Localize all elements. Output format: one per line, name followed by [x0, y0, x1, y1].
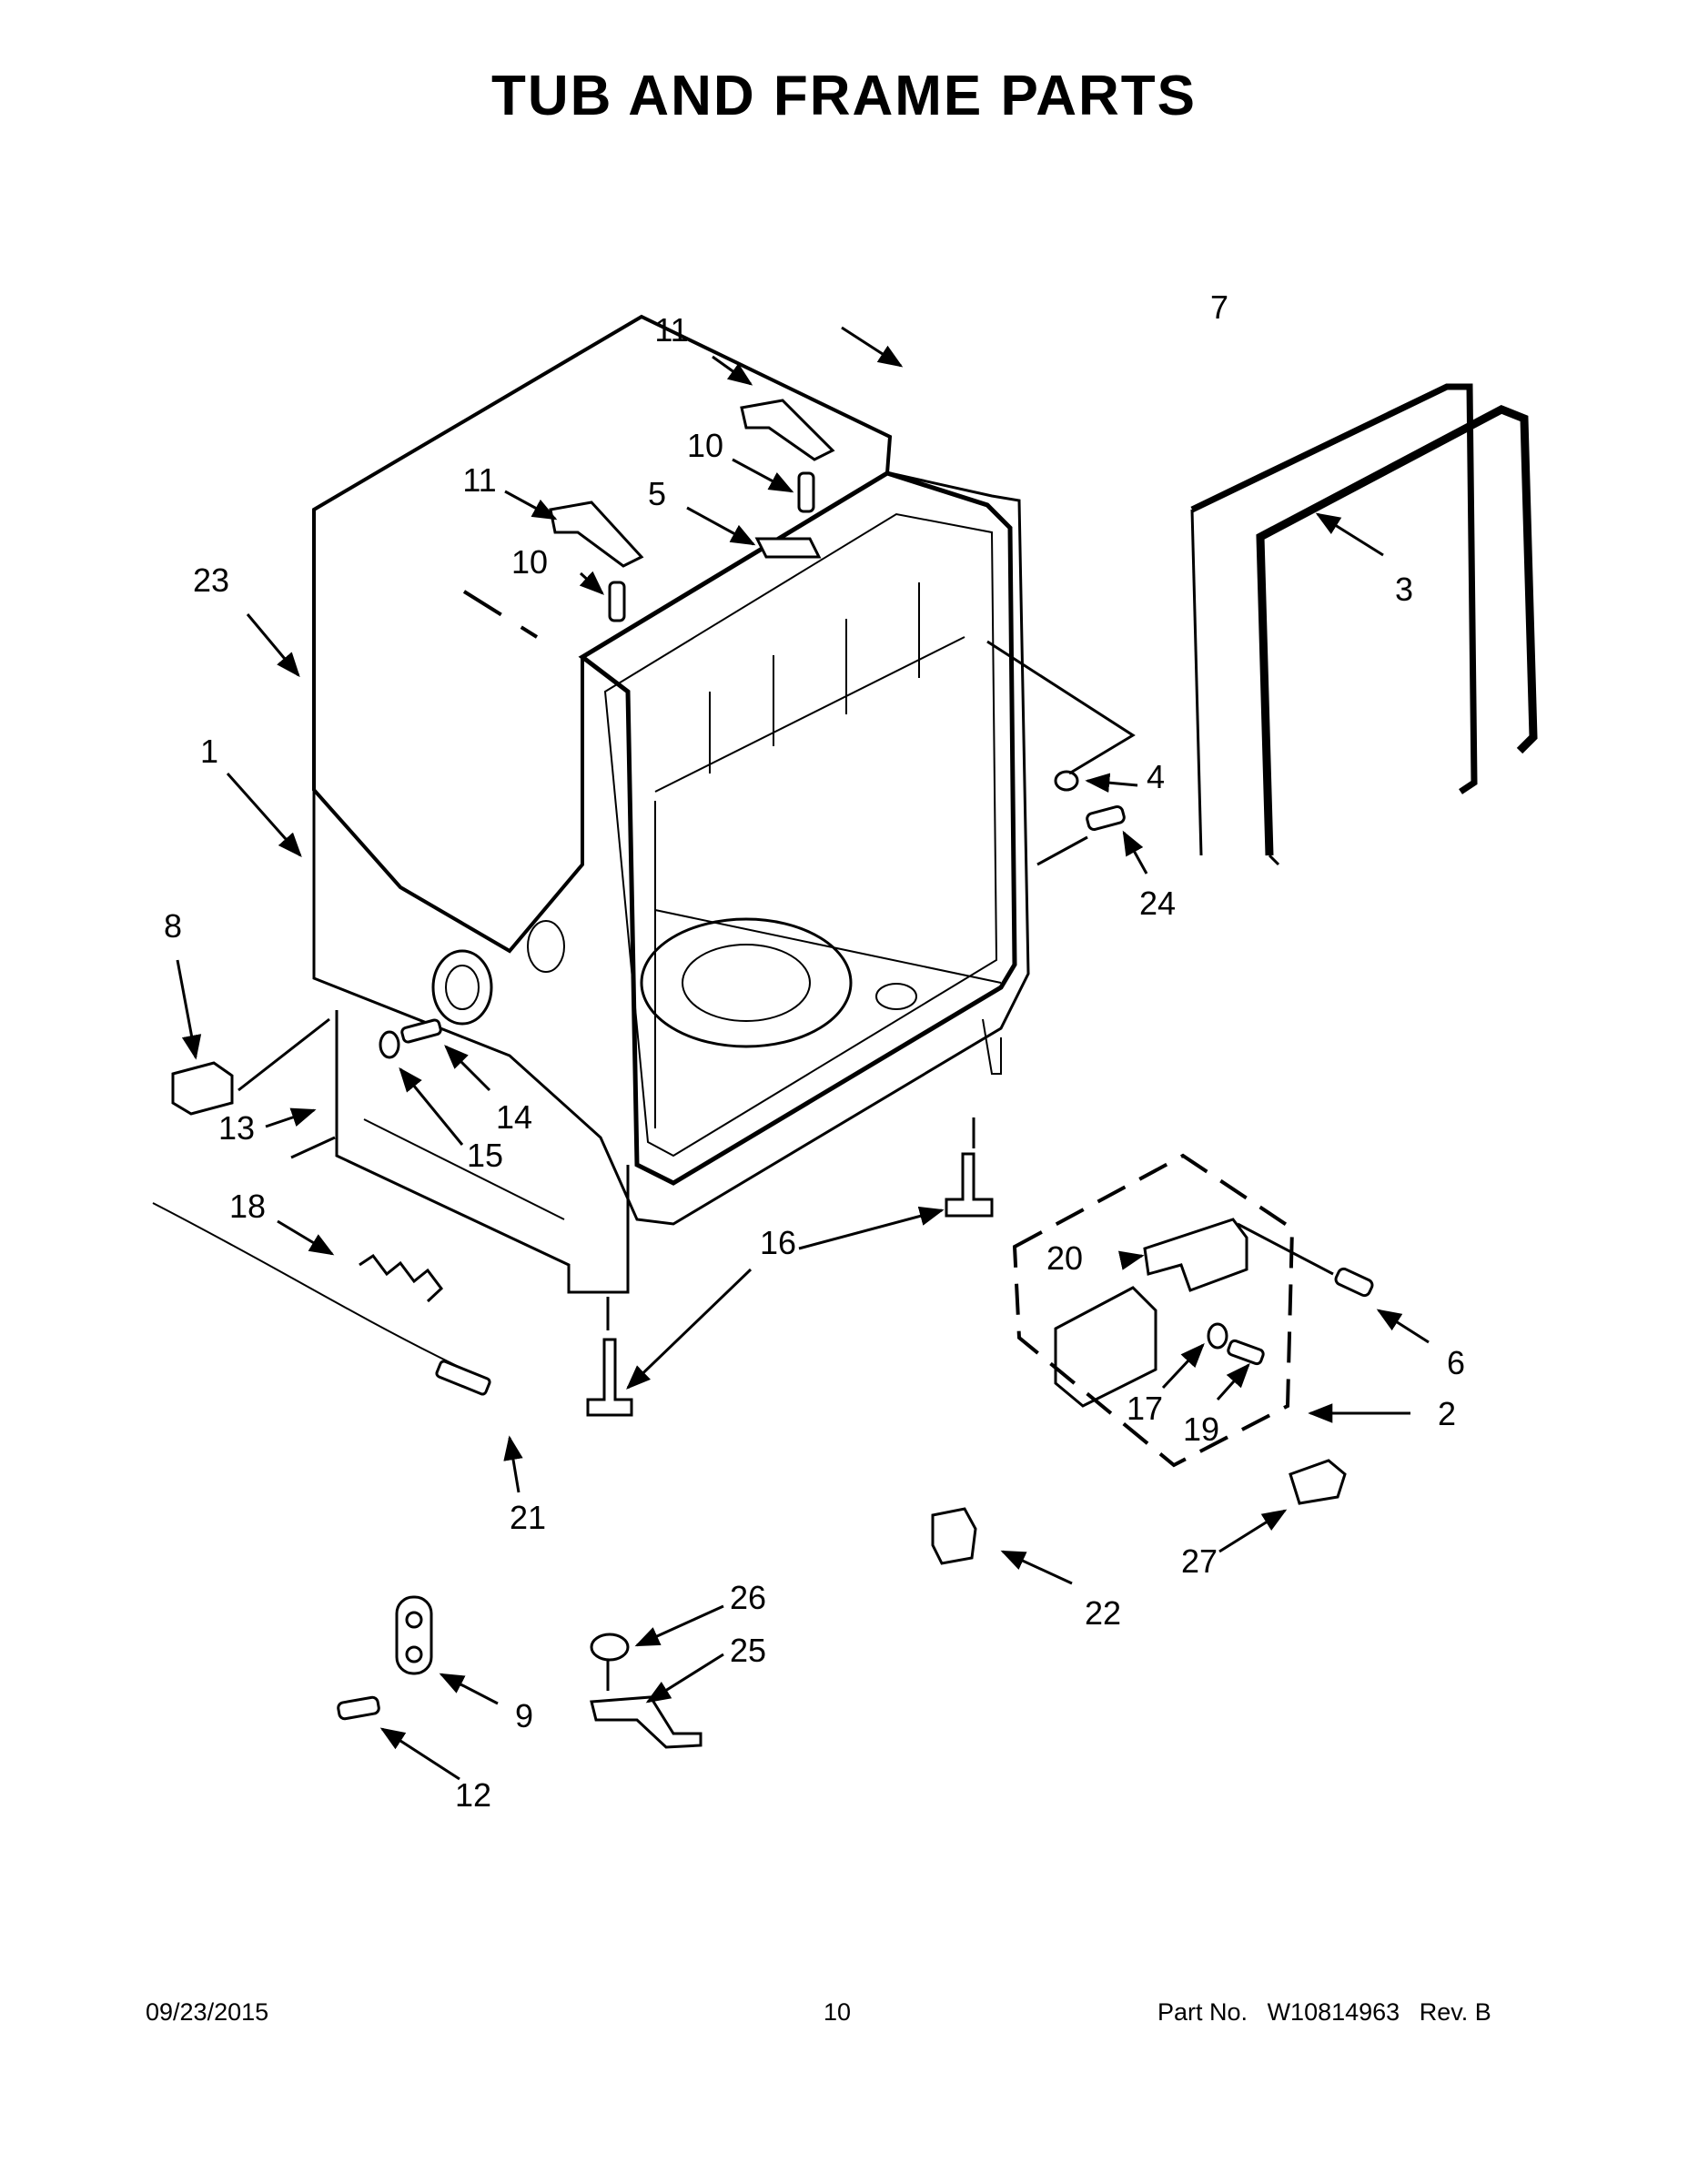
callout-12: 12	[455, 1776, 491, 1814]
callout-20: 20	[1046, 1239, 1083, 1277]
callout-8: 8	[164, 907, 182, 945]
callout-labels: 7 3 11 10 11 10 5 23 1 4 24 8 13 14 15 1…	[164, 288, 1465, 1814]
tub-body-drawing	[312, 471, 1030, 1226]
part-25-drawing	[590, 1695, 702, 1749]
block-8-drawing	[171, 1061, 234, 1116]
callout-24: 23	[193, 561, 229, 599]
callout-11-top: 11	[654, 311, 688, 349]
plug-4-drawing	[1054, 770, 1079, 792]
gasket-7-drawing	[1190, 383, 1478, 794]
leg-16-left-drawing	[586, 1338, 633, 1417]
connector-22-drawing	[931, 1507, 977, 1565]
small-parts	[152, 399, 1374, 1749]
washer-17-drawing	[1207, 1322, 1228, 1350]
callout-5: 5	[648, 475, 666, 512]
callout-13: 13	[218, 1109, 255, 1147]
callout-21: 21	[510, 1499, 546, 1536]
spring-18-drawing	[359, 1253, 444, 1303]
insulation-blanket-drawing	[312, 314, 893, 954]
footer-date: 09/23/2015	[146, 1998, 269, 2026]
callout-11-mid: 11	[462, 461, 496, 499]
callout-23: 24	[1139, 885, 1176, 922]
page-title: TUB AND FRAME PARTS	[490, 65, 1198, 127]
screw-19-drawing	[1227, 1339, 1265, 1366]
callout-10-mid: 10	[511, 543, 548, 581]
callout-9: 9	[515, 1697, 533, 1734]
callout-10-top: 10	[687, 427, 723, 464]
screw-10-mid-drawing	[608, 581, 626, 622]
hinge-bracket-drawing	[1054, 1286, 1157, 1408]
callout-1: 1	[200, 733, 218, 770]
callout-2: 2	[1438, 1395, 1456, 1432]
part-26-drawing	[590, 1633, 630, 1662]
leader-lines	[176, 326, 1430, 1781]
tub-front-frame-drawing	[578, 470, 1017, 1186]
bracket-11-mid-drawing	[549, 500, 644, 568]
callout-3: 3	[1395, 571, 1413, 608]
bolt-23-drawing	[1086, 804, 1126, 832]
callout-22: 22	[1085, 1594, 1121, 1632]
callout-16: 16	[760, 1224, 796, 1261]
bolt-12-drawing	[337, 1695, 380, 1721]
gasket-3-drawing	[1256, 405, 1538, 856]
washer-15-drawing	[379, 1030, 400, 1059]
callout-6: 6	[1447, 1344, 1465, 1381]
callout-7: 7	[1210, 288, 1228, 326]
cable-21-drawing	[152, 1202, 483, 1380]
callout-15: 15	[467, 1137, 503, 1174]
part-number-label: Part No.	[1157, 1998, 1248, 2026]
bracket-11-top-drawing	[740, 399, 835, 461]
screw-6-drawing	[1334, 1267, 1374, 1298]
callout-26: 26	[730, 1579, 766, 1616]
tub-assembly	[312, 314, 1030, 1294]
callout-17: 17	[1127, 1390, 1163, 1427]
callout-25: 25	[730, 1632, 766, 1669]
clip-5-drawing	[754, 537, 822, 559]
screw-10-top-drawing	[797, 471, 815, 513]
revision: Rev. B	[1419, 1998, 1491, 2026]
callout-4: 4	[1147, 758, 1165, 795]
part-2-group-outline	[1012, 1153, 1295, 1468]
callout-19: 19	[1183, 1410, 1219, 1448]
screw-14-drawing	[400, 1018, 442, 1044]
door-gaskets	[1190, 383, 1538, 866]
callout-27: 27	[1181, 1542, 1218, 1580]
bracket-20-drawing	[1143, 1218, 1248, 1292]
clip-27-drawing	[1289, 1459, 1347, 1505]
callout-14: 14	[496, 1098, 532, 1136]
callout-18: 18	[229, 1188, 266, 1225]
footer-page-number: 10	[824, 1998, 852, 2026]
part-number: W10814963	[1267, 1998, 1400, 2026]
leg-16-right-drawing	[945, 1152, 994, 1218]
footer-part-info: Part No. W10814963 Rev. B	[1157, 1998, 1491, 2027]
